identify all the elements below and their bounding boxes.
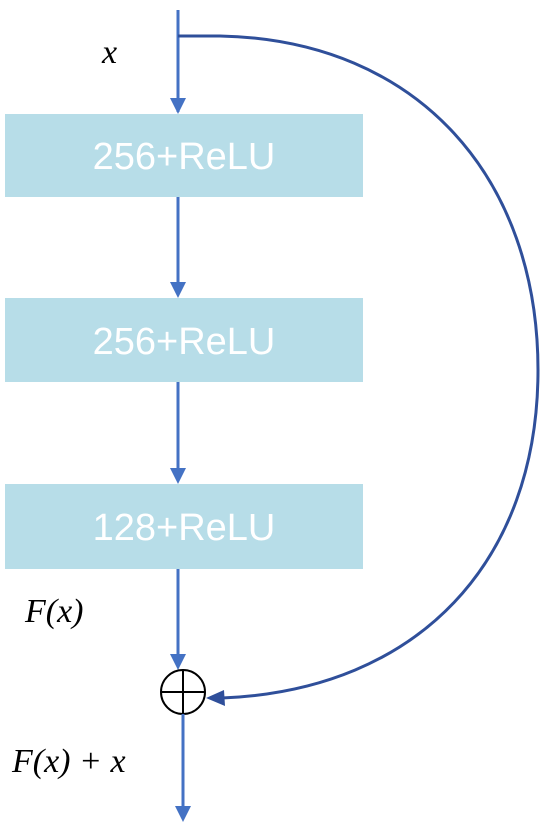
dense-block-3-label: 128+ReLU	[93, 507, 276, 549]
input-arrowhead	[170, 98, 186, 114]
dense-block-2	[5, 298, 363, 382]
dense-block-3	[5, 484, 363, 569]
input-label: x	[101, 34, 117, 71]
dense-block-1-label: 256+ReLU	[93, 136, 276, 178]
residual-label: F(x)	[24, 593, 84, 630]
output-label: F(x) + x	[11, 743, 126, 780]
dense-block-2-label: 256+ReLU	[93, 321, 276, 363]
skip-connection-arrowhead	[206, 690, 225, 706]
arrow-block2-block3-head	[170, 468, 186, 484]
arrow-block3-sum-head	[170, 654, 186, 670]
dense-block-1	[5, 114, 363, 197]
arrow-block1-block2-head	[170, 282, 186, 298]
skip-connection-arc	[178, 34, 540, 700]
output-arrowhead	[175, 806, 191, 822]
